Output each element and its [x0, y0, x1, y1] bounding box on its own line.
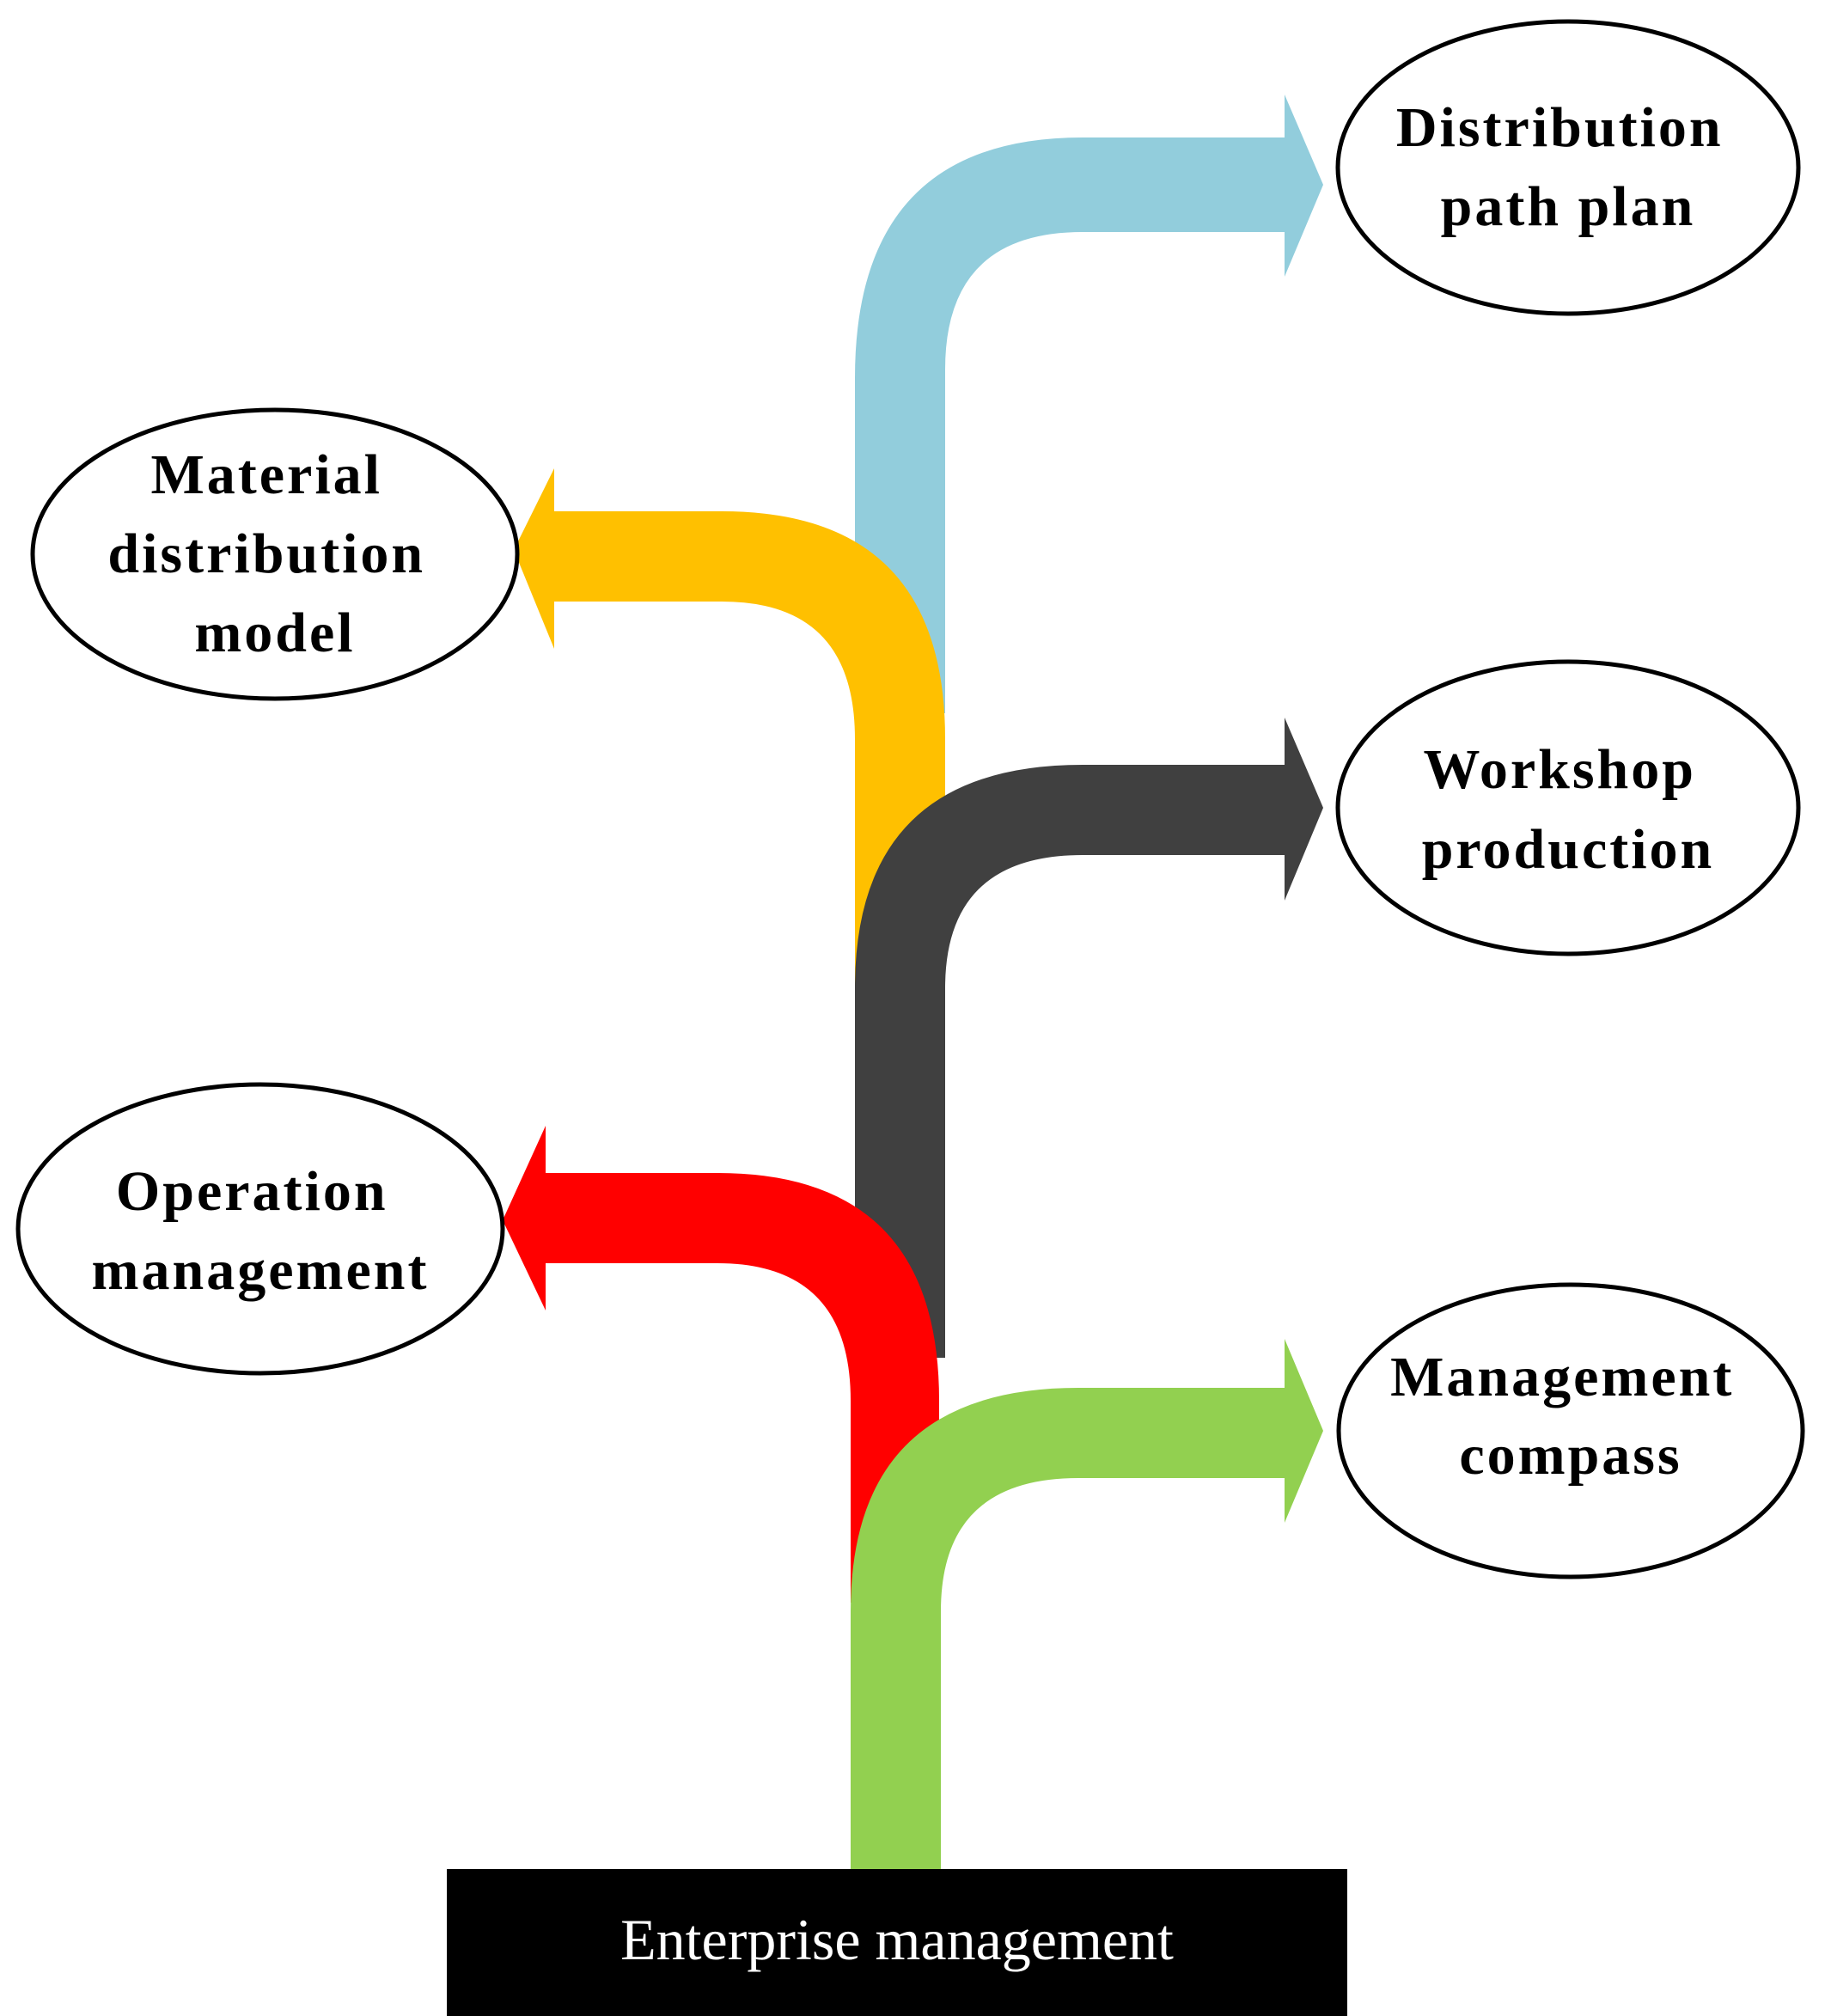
label-line: Management — [1390, 1346, 1734, 1408]
node-management-compass — [1336, 1282, 1805, 1579]
node-operation-management — [15, 1082, 505, 1376]
label-line: Material — [150, 443, 382, 506]
arrow-operation-management — [503, 1126, 939, 1603]
arrow-management-compass — [851, 1339, 1323, 1869]
root-box — [447, 1869, 1347, 2016]
node-distribution-path-plan — [1335, 19, 1801, 316]
label-line: Operation — [116, 1160, 388, 1223]
root-label: Enterprise management — [620, 1907, 1174, 1972]
label-line: Distribution — [1396, 96, 1724, 159]
label-operation-management: Operation management — [92, 1160, 430, 1302]
label-workshop-production: Workshop production — [1422, 738, 1715, 881]
label-line: compass — [1459, 1424, 1682, 1487]
arrow-material-distribution-model — [514, 468, 945, 988]
label-line: management — [92, 1239, 430, 1302]
label-distribution-path-plan: Distribution path plan — [1396, 96, 1740, 238]
label-line: path plan — [1441, 175, 1696, 238]
arrow-workshop-production — [855, 718, 1323, 1358]
node-workshop-production — [1335, 659, 1801, 956]
label-management-compass: Management compass — [1390, 1346, 1751, 1487]
node-material-distribution-model — [30, 407, 520, 701]
label-line: distribution — [107, 522, 425, 585]
label-line: Workshop — [1424, 738, 1696, 801]
arrow-distribution-path-plan — [855, 95, 1323, 713]
label-line: production — [1422, 818, 1715, 881]
label-line: model — [194, 602, 355, 664]
label-material-distribution-model: Material distribution model — [107, 443, 442, 664]
